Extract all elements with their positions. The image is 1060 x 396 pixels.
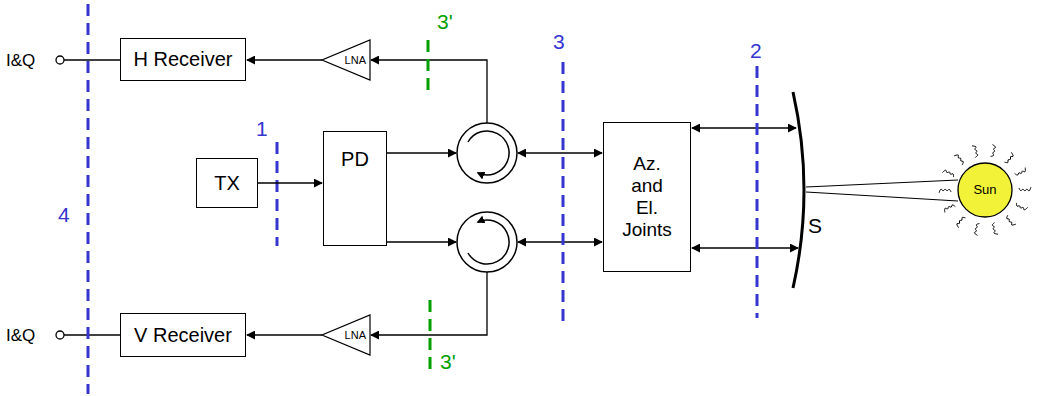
sun-circle: Sun [957, 162, 1013, 218]
sun-beam [806, 180, 958, 201]
box-label: LNA [345, 54, 366, 67]
box-label: TX [214, 172, 240, 195]
lna-amplifier: LNA [322, 315, 370, 355]
reference-number: 3' [437, 11, 453, 32]
signal-arrow [247, 334, 322, 335]
receive-wires [371, 60, 487, 335]
box-label: V Receiver [134, 324, 232, 347]
reference-number: 1 [256, 118, 268, 139]
reference-number: 4 [58, 204, 70, 225]
point-label: S [808, 215, 822, 236]
box-label: Sun [973, 183, 996, 198]
signal-name: I&Q [6, 327, 35, 344]
transmit-wires [387, 153, 456, 242]
circulator-symbol [457, 123, 517, 272]
receiver-box: H Receiver [120, 38, 246, 81]
box-label: Az. and El. Joints [622, 153, 672, 240]
box-label: H Receiver [134, 48, 233, 71]
reference-planes [88, 4, 757, 394]
transmitter-box: TX [196, 158, 258, 208]
reference-number: 3' [440, 351, 456, 372]
sun-rays [939, 145, 1031, 236]
power-divider-box: PD [323, 131, 387, 246]
signal-arrow [247, 59, 322, 60]
signal-arrow [258, 182, 322, 183]
receiver-box: V Receiver [120, 313, 246, 357]
rotary-joints-box: Az. and El. Joints [603, 122, 691, 272]
box-label: PD [341, 148, 369, 171]
reference-number: 2 [750, 40, 762, 61]
reference-number: 3 [553, 31, 565, 52]
lna-amplifier: LNA [322, 40, 370, 80]
signal-name: I&Q [6, 52, 35, 69]
antenna-dish [793, 92, 804, 288]
box-label: LNA [345, 329, 366, 342]
